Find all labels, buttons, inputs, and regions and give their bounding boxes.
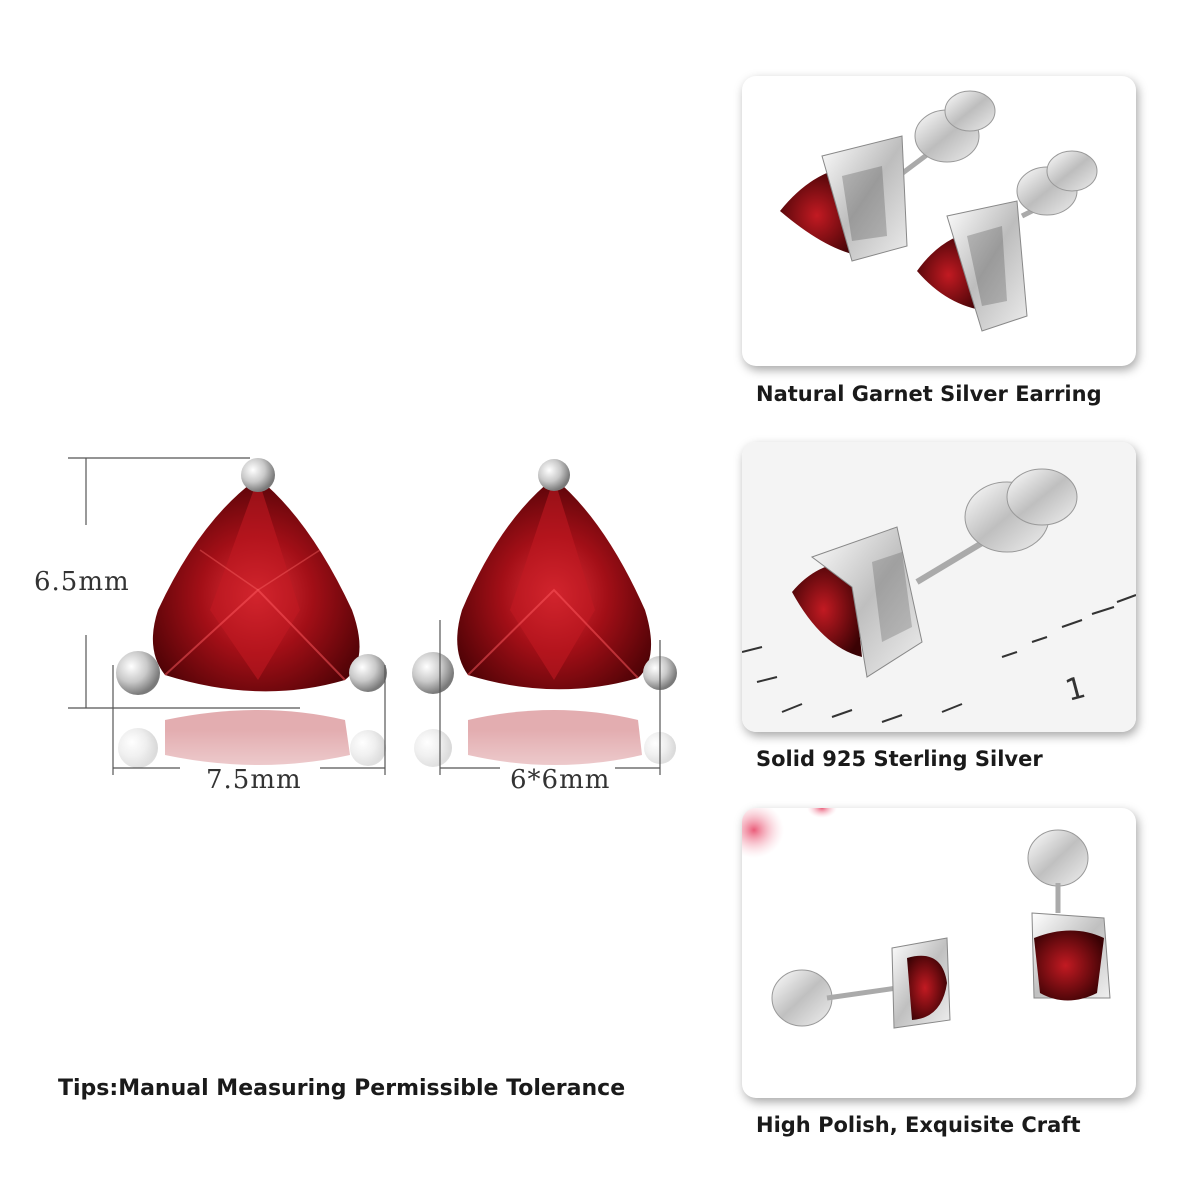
width-dimension-label: 7.5mm xyxy=(206,765,302,795)
panel-caption-silver: Solid 925 Sterling Silver xyxy=(756,747,1043,771)
stone-size-dimension-label: 6*6mm xyxy=(510,765,611,795)
dimension-lines xyxy=(68,457,661,775)
product-photo-polish xyxy=(742,808,1136,1098)
tolerance-tip: Tips:Manual Measuring Permissible Tolera… xyxy=(58,1076,626,1101)
product-photo-pair xyxy=(742,76,1136,366)
ruler-ticks xyxy=(742,594,1136,723)
product-dimension-figure xyxy=(68,457,700,830)
product-photo-ruler xyxy=(742,442,1136,732)
garnet-stud-right xyxy=(412,459,677,767)
garnet-stud-left xyxy=(116,458,387,768)
height-dimension-label: 6.5mm xyxy=(34,567,130,597)
panel-caption-polish: High Polish, Exquisite Craft xyxy=(756,1113,1081,1137)
panel-caption-garnet: Natural Garnet Silver Earring xyxy=(756,382,1102,406)
